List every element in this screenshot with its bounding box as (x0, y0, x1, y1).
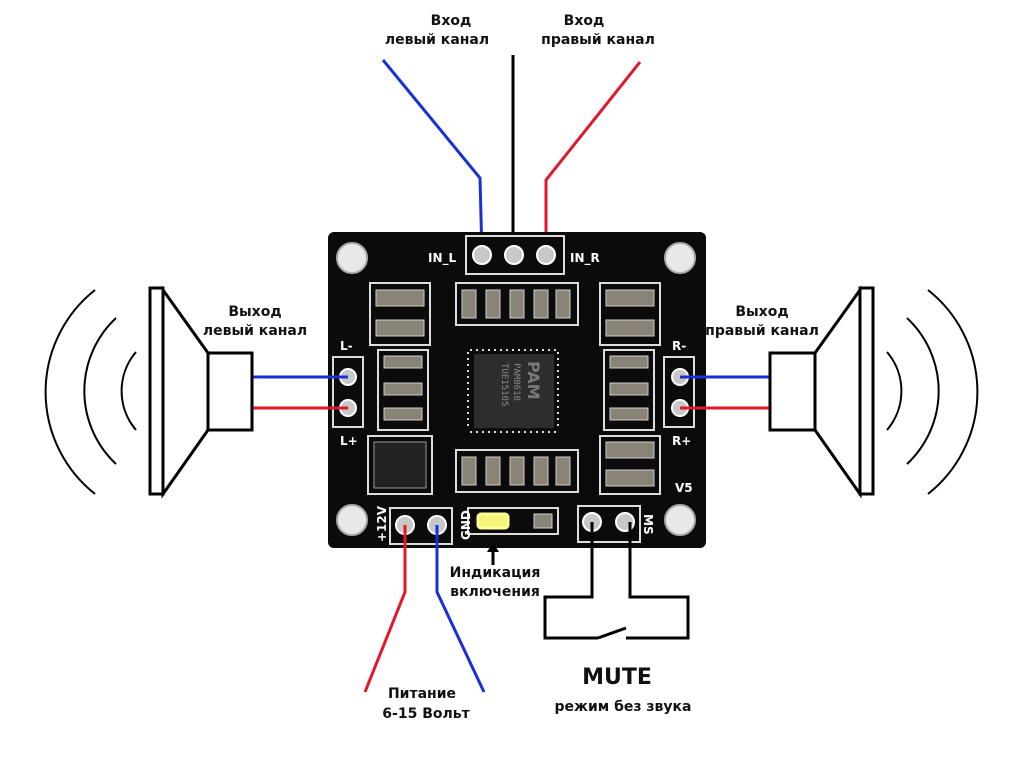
pam8610-chip: PAM PAM8610 TUE15105 (467, 349, 559, 433)
arrow-up-icon (487, 542, 499, 565)
indicator-label-line1: Индикация (450, 565, 541, 581)
input-right-label-line1: Вход (564, 13, 605, 29)
silk-l-minus: L- (340, 339, 353, 353)
silk-gnd: GND (459, 510, 473, 540)
left-speaker-icon (44, 285, 254, 499)
silk-in-r: IN_R (570, 251, 600, 266)
power-label-line2: 6-15 Вольт (382, 706, 470, 722)
input-left-label-line2: левый канал (385, 32, 489, 48)
right-speaker-icon (768, 285, 979, 499)
mute-subtitle: режим без звука (555, 699, 692, 715)
output-right-label-line1: Выход (735, 304, 788, 320)
silk-v5: V5 (675, 481, 693, 495)
mute-switch (543, 522, 690, 640)
chip-model: PAM8610 (511, 363, 521, 401)
silk-12v: +12V (375, 505, 389, 542)
silk-r-minus: R- (672, 339, 686, 353)
output-right-label-line2: правый канал (705, 323, 819, 339)
output-left-label-line2: левый канал (203, 323, 307, 339)
input-right-label-line2: правый канал (541, 32, 655, 48)
output-left-label-line1: Выход (228, 304, 281, 320)
silk-ms: MS (641, 514, 655, 535)
pin-in-r (536, 245, 556, 265)
silk-in-l: IN_L (428, 251, 457, 266)
chip-logo: PAM (524, 361, 543, 400)
input-left-label-line1: Вход (431, 13, 472, 29)
silk-r-plus: R+ (672, 434, 691, 448)
power-label-line1: Питание (388, 686, 456, 702)
power-plus-wire (363, 525, 407, 693)
mount-hole (664, 242, 696, 274)
mount-hole (664, 504, 696, 536)
amplifier-board: PAM PAM8610 TUE15105 IN_L IN_R L- L+ R- … (328, 232, 706, 548)
pin-in-l (472, 245, 492, 265)
inductor (373, 441, 427, 489)
silk-l-plus: L+ (340, 434, 358, 448)
power-led (476, 512, 510, 530)
mount-hole (336, 504, 368, 536)
mute-title: MUTE (582, 665, 652, 690)
input-left-wire (381, 59, 484, 256)
pin-gnd-in (504, 245, 524, 265)
input-right-wire (544, 61, 642, 255)
mount-hole (336, 242, 368, 274)
power-ground-wire (435, 525, 486, 693)
indicator-label-line2: включения (450, 584, 540, 600)
chip-code: TUE15105 (499, 363, 509, 406)
